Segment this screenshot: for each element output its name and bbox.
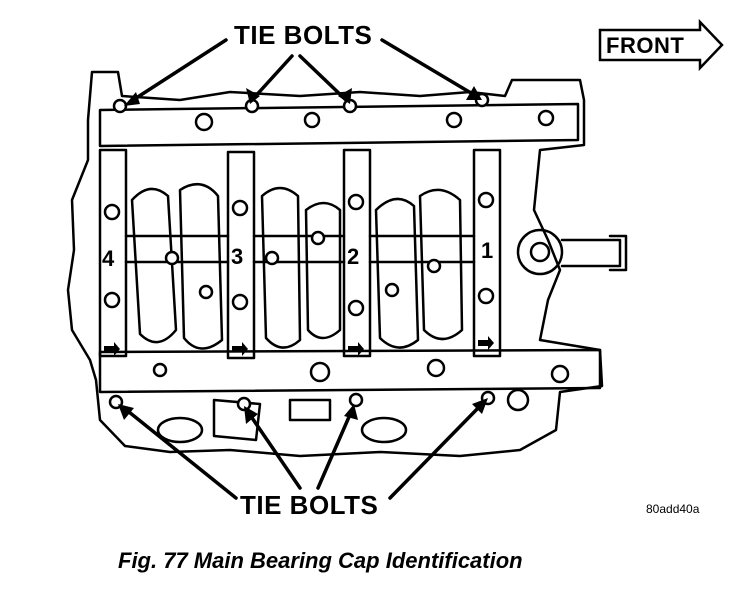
cap-bolt <box>477 191 495 209</box>
cap-bolt <box>347 299 365 317</box>
arrowhead-icon <box>472 398 488 414</box>
crank-throw-f <box>418 188 464 341</box>
cap-number-1: 1 <box>481 238 493 263</box>
crank-hub-inner <box>529 241 551 263</box>
front-arrow-outline-icon <box>598 18 724 72</box>
tie-bolt-upper <box>112 98 128 114</box>
figure-caption: Fig. 77 Main Bearing Cap Identification <box>118 548 523 573</box>
rod-bolt <box>264 250 280 266</box>
crank-throw-e <box>374 197 420 349</box>
cap-arrow-icon <box>104 342 120 356</box>
bearing-cap-column-4 <box>98 148 128 358</box>
crank-throw-c <box>260 186 302 349</box>
rod-bolt <box>310 230 326 246</box>
leader-line-bottom-2 <box>246 410 302 490</box>
crank-pulley-hub <box>516 228 564 276</box>
cap-number-2: 2 <box>347 244 359 269</box>
arrowhead-icon <box>118 404 134 420</box>
leader-line-top-1 <box>128 38 228 104</box>
cap-arrow-icon <box>348 342 364 356</box>
bearing-cap-column-2 <box>342 148 372 358</box>
leader-line-bottom-3 <box>316 408 354 490</box>
arrowhead-icon <box>338 88 352 104</box>
crank-throw-a <box>130 187 178 344</box>
tie-bolt-lower <box>348 392 364 408</box>
cap-bolt <box>231 293 249 311</box>
rod-bolt <box>198 284 214 300</box>
leader-line-top-2 <box>250 54 294 102</box>
cap-number-3: 3 <box>231 244 243 269</box>
leader-line-bottom-4 <box>388 402 484 500</box>
rod-bolt <box>384 282 400 298</box>
reference-code: 80add40a <box>646 502 700 516</box>
bearing-cap-column-1 <box>472 148 502 358</box>
arrowhead-icon <box>124 92 140 106</box>
leader-line-bottom-1 <box>122 406 238 500</box>
rod-bolt <box>426 258 442 274</box>
cap-bolt <box>231 199 249 217</box>
cap-bolt <box>103 291 121 309</box>
arrowhead-icon <box>246 88 260 104</box>
lower-rail <box>98 348 602 394</box>
journal-band-3 <box>368 234 476 264</box>
arrowhead-icon <box>344 404 358 420</box>
leader-line-top-3 <box>298 54 348 102</box>
crank-throw-b <box>178 183 224 350</box>
cap-arrow-icon <box>478 336 494 350</box>
crank-throw-d <box>304 201 342 340</box>
front-indicator-label: FRONT <box>606 33 685 58</box>
leader-line-top-4 <box>380 38 478 98</box>
cap-arrow-icon <box>232 342 248 356</box>
rod-bolt <box>164 250 180 266</box>
cap-bolt <box>477 287 495 305</box>
arrowhead-icon <box>466 86 482 100</box>
upper-rail <box>98 102 580 148</box>
cap-number-4: 4 <box>102 246 115 271</box>
cap-bolt <box>103 203 121 221</box>
tie-bolts-label-top: TIE BOLTS <box>234 20 373 50</box>
arrowhead-icon <box>244 406 258 424</box>
cap-bolt <box>347 193 365 211</box>
crank-snout <box>560 238 622 268</box>
tie-bolts-label-bottom: TIE BOLTS <box>240 490 379 520</box>
tie-bolt-lower <box>236 396 252 412</box>
bearing-cap-column-3 <box>226 150 256 360</box>
